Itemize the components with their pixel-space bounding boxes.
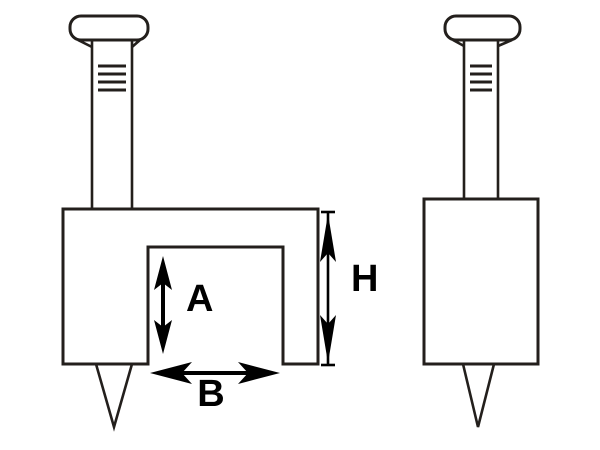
left-nail-shaft xyxy=(90,38,134,209)
right-nail-head-underside xyxy=(452,38,513,48)
right-clip-pin-tip xyxy=(461,363,496,428)
left-clip-body xyxy=(61,207,320,366)
dimension-b: B xyxy=(150,362,280,415)
dimension-h-arrowhead-down xyxy=(320,315,336,363)
dimension-h: H xyxy=(320,210,378,367)
right-nail-shaft xyxy=(462,38,500,199)
dimension-b-label: B xyxy=(197,373,224,415)
left-assembly xyxy=(61,14,320,432)
left-nail-knurl-icon xyxy=(98,64,126,92)
left-nail-head xyxy=(68,14,150,42)
left-nail-head-underside xyxy=(77,38,141,49)
dimension-b-arrowhead-left xyxy=(150,362,192,384)
dimension-a-label: A xyxy=(186,278,213,320)
dimension-h-arrowhead-up xyxy=(320,214,336,262)
right-nail-knurl-icon xyxy=(470,64,492,92)
left-clip-pin-tip xyxy=(94,363,134,432)
right-assembly xyxy=(422,14,540,428)
dimension-b-arrowhead-right xyxy=(238,362,280,384)
right-nail-head xyxy=(443,14,522,42)
dimension-h-label: H xyxy=(351,258,378,300)
dimension-a-arrowhead-down xyxy=(154,320,172,354)
right-clip-body xyxy=(422,197,540,366)
dimension-a: A xyxy=(154,256,213,354)
dimension-a-arrowhead-up xyxy=(154,256,172,290)
